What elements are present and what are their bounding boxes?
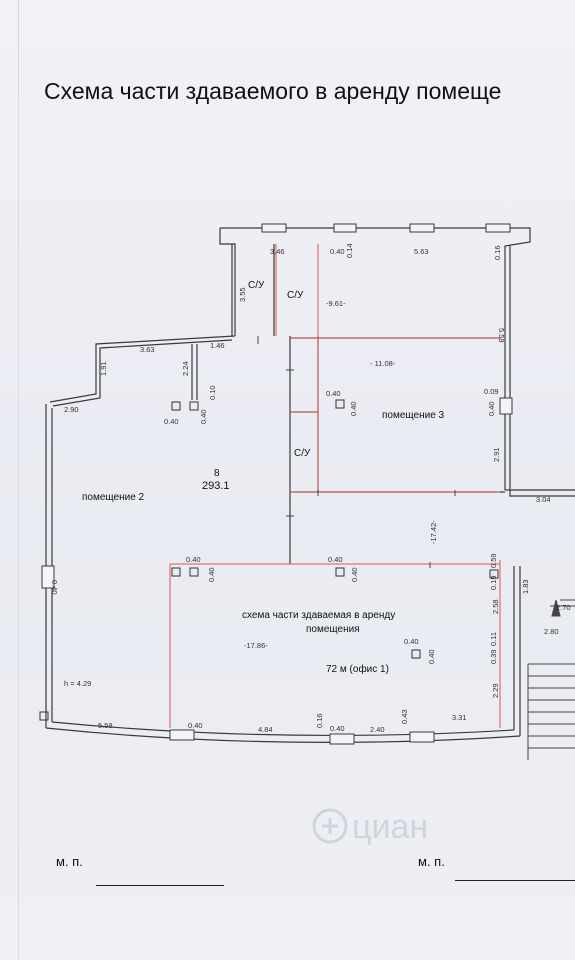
dim-label: 5.58: [497, 328, 506, 343]
paper-margin-line: [18, 0, 19, 960]
label-rental-line-1: схема части здаваемая в аренду: [242, 610, 395, 621]
dim-label: 2.91: [492, 447, 501, 462]
dim-label: 0.40: [186, 555, 201, 564]
dim-label: 0.40: [326, 389, 341, 398]
dim-label: 0.40: [328, 555, 343, 564]
dim-label: 0.16: [315, 713, 324, 728]
dim-label: 2.70: [556, 603, 571, 612]
dim-label: 1.46: [210, 341, 225, 350]
signature-line-right: [455, 880, 575, 881]
dim-label: 0.19: [489, 575, 498, 590]
dim-label: 4.84: [258, 725, 273, 734]
dim-label: 0.40: [330, 247, 345, 256]
columns: [39, 399, 499, 721]
page-title: Схема части здаваемого в аренду помеще: [44, 78, 502, 104]
dim-label: 3.46: [270, 247, 285, 256]
stamp-label-right: м. п.: [418, 854, 445, 869]
label-su-2: С/У: [287, 290, 304, 301]
dim-label: 0.40: [404, 637, 419, 646]
dim-label: 0.40: [164, 417, 179, 426]
dim-label: 0.09: [484, 387, 499, 396]
dim-label: 5.58: [98, 721, 113, 730]
label-room-8-area: 293.1: [202, 480, 230, 492]
dim-label: -9.61-: [326, 299, 346, 308]
dim-label: 0.16: [493, 245, 502, 260]
rental-boundary: [169, 244, 501, 728]
label-su-1: С/У: [248, 280, 265, 291]
outer-walls: [45, 227, 575, 743]
dim-label: 1.83: [521, 579, 530, 594]
dim-label: 0.14: [345, 243, 354, 258]
dim-label: 2.80: [544, 627, 559, 636]
dim-label: -17.86-: [244, 641, 268, 650]
label-ceiling-height: h = 4.29: [64, 679, 91, 688]
dim-label: 0.40: [330, 724, 345, 733]
dimension-labels: 3.46 0.40 0.14 5.63 0.16 3.55 -9.61- 5.5…: [50, 243, 571, 734]
label-su-3: С/У: [294, 448, 311, 459]
dim-label: 3.63: [140, 345, 155, 354]
dim-label: - 11.08-: [370, 359, 396, 368]
dim-label: 0.40: [427, 649, 436, 664]
label-room-2: помещение 2: [82, 492, 145, 503]
dim-label: 3.55: [238, 287, 247, 302]
label-room-3: помещение 3: [382, 410, 445, 421]
watermark-logo: циан: [312, 808, 428, 846]
dimension-ticks: [257, 336, 456, 568]
dim-label: 2.40: [370, 725, 385, 734]
dim-label: 5.63: [414, 247, 429, 256]
dim-label: 0.40: [50, 580, 59, 595]
dim-label: 2.58: [491, 599, 500, 614]
signature-line-left: [96, 885, 224, 886]
stamp-label-left: м. п.: [56, 854, 83, 869]
dim-label: 0.40: [349, 401, 358, 416]
dim-label: 3.04: [536, 495, 551, 504]
dim-label: 2.90: [64, 405, 79, 414]
dim-label: 0.39: [489, 649, 498, 664]
label-room-8-number: 8: [214, 468, 220, 479]
windows: [41, 223, 513, 745]
dim-label: 0.11: [489, 632, 498, 646]
dim-label: -17.42-: [429, 520, 438, 544]
dim-label: 1.91: [99, 361, 108, 376]
dim-label: 0.10: [208, 385, 217, 400]
dim-label: 0.43: [400, 709, 409, 724]
dim-label: 0.40: [350, 567, 359, 582]
dim-label: 2.24: [181, 361, 190, 376]
dim-label: 0.40: [487, 401, 496, 416]
dim-label: 0.40: [207, 567, 216, 582]
dim-label: 0.59: [489, 553, 498, 568]
label-rental-line-2: помещения: [306, 624, 360, 635]
watermark-text: циан: [352, 808, 428, 846]
dim-label: 3.31: [452, 713, 467, 722]
staircase: [527, 599, 575, 760]
dim-label: 0.40: [199, 409, 208, 424]
label-rental-area: 72 м (офис 1): [326, 663, 389, 675]
dim-label: 0.40: [188, 721, 203, 730]
dim-label: 2.29: [491, 683, 500, 698]
